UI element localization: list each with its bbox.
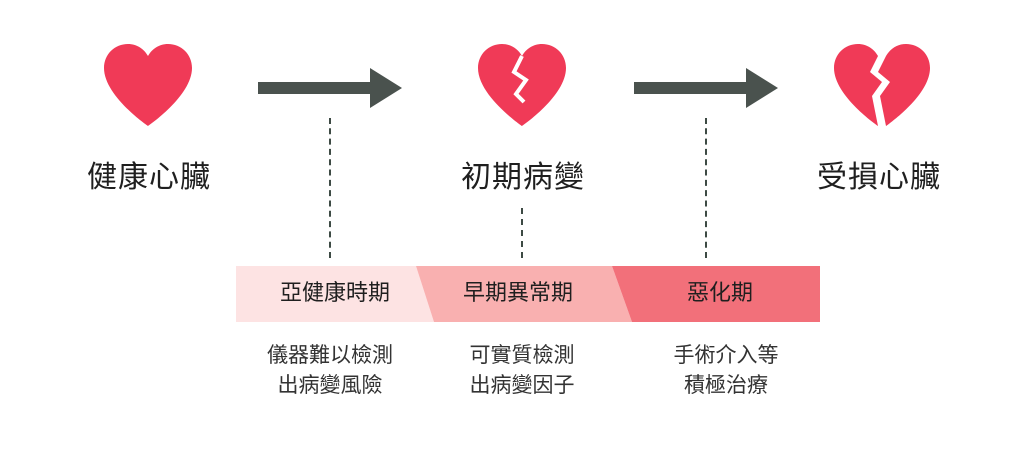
- stage-label-early: 初期病變: [461, 160, 585, 195]
- note-line: 出病變因子: [469, 373, 575, 397]
- phase-label-early: 早期異常期: [462, 281, 573, 306]
- phase-segment-subhealth: [236, 266, 434, 322]
- note-line: 積極治療: [684, 373, 768, 397]
- arrow-right-icon: [634, 68, 778, 108]
- note-line: 出病變風險: [277, 373, 383, 397]
- phase-label-subhealth: 亞健康時期: [279, 281, 390, 306]
- dashed-connector: [329, 118, 331, 258]
- phase-segment-worsening: [612, 266, 820, 322]
- cracked-heart-icon: [478, 44, 566, 126]
- dashed-connector: [705, 118, 707, 258]
- phase-label-worsening: 惡化期: [686, 281, 753, 306]
- phase-band: [236, 266, 820, 322]
- broken-heart-icon: [834, 44, 930, 126]
- heart-icon: [104, 44, 192, 126]
- arrow-right-icon: [258, 68, 402, 108]
- phase-note-early: 可實質檢測 出病變因子: [436, 340, 608, 400]
- phase-note-subhealth: 儀器難以檢測 出病變風險: [244, 340, 416, 400]
- phase-note-worsening: 手術介入等 積極治療: [640, 340, 812, 400]
- stage-label-damaged: 受損心臟: [817, 160, 941, 195]
- note-line: 手術介入等: [673, 343, 779, 367]
- dashed-connector: [521, 208, 523, 258]
- phase-segment-early: [416, 266, 632, 322]
- note-line: 可實質檢測: [469, 343, 575, 367]
- stage-label-healthy: 健康心臟: [87, 160, 211, 195]
- note-line: 儀器難以檢測: [267, 343, 393, 367]
